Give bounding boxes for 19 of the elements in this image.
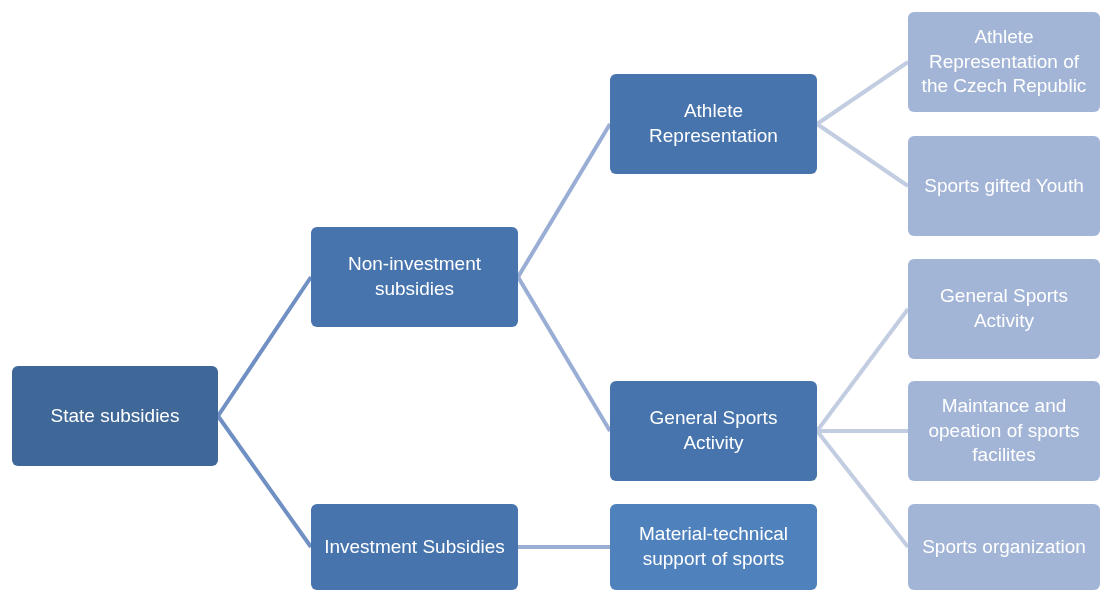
connector-line [216, 414, 313, 549]
connector-line [516, 275, 612, 433]
category-box: State subsidies [12, 366, 218, 466]
connector-line [817, 429, 908, 433]
connector-line [815, 60, 910, 126]
category-box: General Sports Activity [908, 259, 1100, 359]
category-box: General Sports Activity [610, 381, 817, 481]
connector-line [815, 122, 910, 188]
category-box: Investment Subsidies [311, 504, 518, 590]
category-box: Athlete Representation of the Czech Republic [908, 12, 1100, 112]
category-box: Material-technical support of sports [610, 504, 817, 590]
connector-line [216, 275, 313, 418]
category-box: Non-investment subsidies [311, 227, 518, 327]
connector-line [518, 545, 610, 549]
connector-line [516, 122, 612, 279]
category-box: Athlete Representation [610, 74, 817, 174]
category-box: Sports gifted Youth [908, 136, 1100, 236]
category-box: Maintance and opeation of sports facilites [908, 381, 1100, 481]
category-box: Sports organization [908, 504, 1100, 590]
